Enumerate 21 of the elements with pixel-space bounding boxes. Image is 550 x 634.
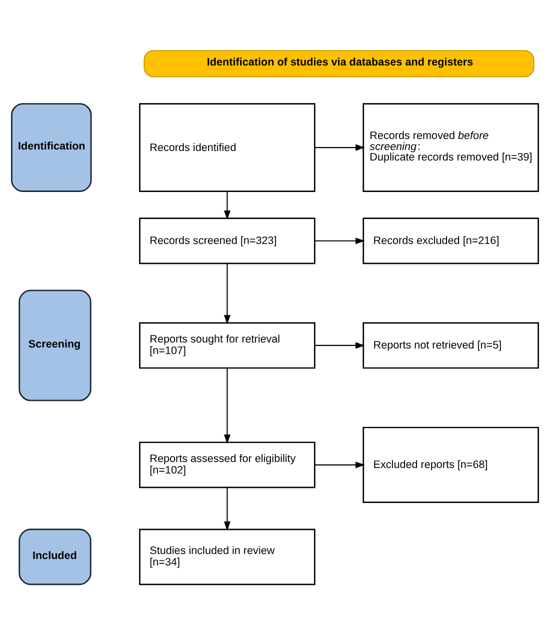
node-box: Screening <box>18 289 92 401</box>
node-box: Records removed before screening: Duplicate records removed [n=39] <box>362 102 539 192</box>
arrow <box>224 368 230 444</box>
node-box: Records identified <box>139 102 316 192</box>
node-box: Reports assessed for eligibility [n=102] <box>139 441 316 488</box>
node-box: Excluded reports [n=68] <box>362 426 539 503</box>
node-box: Records screened [n=323] <box>139 217 316 264</box>
node-box: Reports not retrieved [n=5] <box>362 322 539 368</box>
node-box: Identification of studies via databases and registers <box>144 50 534 77</box>
arrow <box>224 191 230 220</box>
node-box: Included <box>18 528 92 585</box>
node-box: Studies included in review [n=34] <box>139 528 316 585</box>
node-box: Records excluded [n=216] <box>362 217 539 264</box>
node-box: Reports sought for retrieval [n=107] <box>139 322 316 368</box>
node-box: Identification <box>11 102 92 192</box>
arrow <box>315 461 365 468</box>
arrow <box>224 487 230 530</box>
arrow <box>315 237 365 244</box>
arrow <box>315 342 365 348</box>
arrow <box>224 263 230 324</box>
arrow <box>315 144 365 150</box>
